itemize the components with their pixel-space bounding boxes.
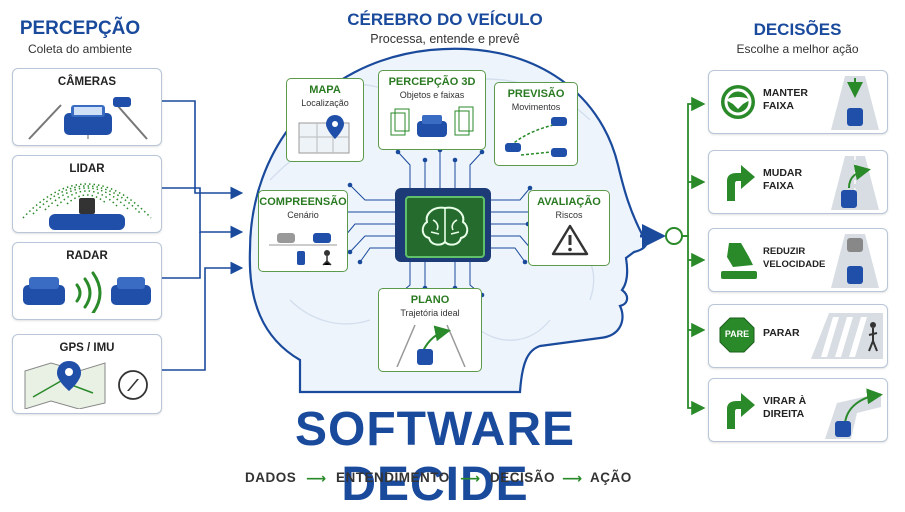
crosswalk-icon	[811, 313, 883, 359]
decision-keep-lane: MANTER FAIXA	[708, 70, 888, 134]
decision-label: PARAR	[763, 327, 800, 339]
module-comprehension: COMPREENSÃO Cenário	[258, 190, 348, 272]
sensor-card-radar: RADAR	[12, 242, 162, 320]
module-title: AVALIAÇÃO	[537, 196, 601, 208]
module-subtitle: Riscos	[555, 210, 583, 220]
decision-stop: PARE PARAR	[708, 304, 888, 368]
flow-step-understanding: ENTENDIMENTO	[336, 470, 450, 485]
brain-subtitle: Processa, entende e prevê	[370, 32, 520, 46]
decision-label: REDUZIR VELOCIDADE	[763, 246, 826, 270]
processor-chip	[395, 188, 491, 262]
sensor-card-gps: GPS / IMU	[12, 334, 162, 414]
module-subtitle: Movimentos	[511, 102, 561, 112]
decision-turn-right: VIRAR À DIREITA	[708, 378, 888, 442]
stop-sign-icon: PARE	[719, 317, 755, 353]
flow-step-data: DADOS	[245, 470, 297, 485]
sensor-label: GPS / IMU	[59, 342, 115, 354]
module-subtitle: Trajetória ideal	[400, 308, 460, 318]
flow-step-decision: DECISÃO	[490, 470, 556, 485]
right-turn-arrow-icon	[727, 393, 755, 429]
3d-scene-icon	[390, 106, 474, 137]
decision-slow-down: REDUZIR VELOCIDADE	[708, 228, 888, 292]
brain-core	[405, 196, 485, 258]
module-prediction: PREVISÃO Movimentos	[494, 82, 578, 166]
road-turn-icon	[825, 388, 883, 439]
sensor-label: CÂMERAS	[57, 76, 117, 88]
brain-title: CÉREBRO DO VEÍCULO	[347, 10, 543, 29]
module-title: COMPREENSÃO	[259, 196, 347, 208]
module-evaluation: AVALIAÇÃO Riscos	[528, 190, 610, 266]
road-slow-icon	[831, 234, 879, 288]
lidar-icon	[22, 183, 152, 230]
module-map: MAPA Localização	[286, 78, 364, 162]
scene-icon	[269, 233, 337, 266]
sensor-label: RADAR	[66, 250, 108, 262]
perception-title: PERCEPÇÃO	[19, 18, 141, 39]
module-title: PLANO	[410, 294, 450, 306]
gps-map-icon	[24, 361, 148, 409]
stop-sign-text: PARE	[724, 329, 750, 339]
decisions-subtitle: Escolhe a melhor ação	[736, 42, 859, 56]
map-pin-icon	[298, 115, 350, 154]
module-title: MAPA	[309, 84, 341, 96]
turn-arrow-icon	[727, 165, 755, 201]
sensor-label: LIDAR	[69, 163, 105, 175]
decision-label: VIRAR À DIREITA	[763, 395, 807, 420]
sensor-card-cameras: CÂMERAS	[12, 68, 162, 146]
module-subtitle: Objetos e faixas	[399, 90, 465, 100]
trajectory-icon	[396, 324, 466, 367]
module-subtitle: Cenário	[287, 210, 319, 220]
radar-cars-icon	[23, 271, 151, 313]
sensor-card-lidar: LIDAR	[12, 155, 162, 233]
module-title: PREVISÃO	[507, 88, 565, 100]
decision-label: MANTER FAIXA	[763, 87, 808, 112]
camera-car-icon	[28, 97, 148, 140]
brain-icon	[421, 206, 469, 246]
module-subtitle: Localização	[301, 98, 349, 108]
perception-subtitle: Coleta do ambiente	[27, 42, 133, 56]
road-change-icon	[831, 156, 879, 210]
module-plan: PLANO Trajetória ideal	[378, 288, 482, 372]
flow-step-action: AÇÃO	[590, 470, 632, 485]
prediction-paths-icon	[505, 117, 567, 157]
module-perception-3d: PERCEPÇÃO 3D Objetos e faixas	[378, 70, 486, 150]
decision-change-lane: MUDAR FAIXA	[708, 150, 888, 214]
flow-arrow-icon: ⟶	[306, 470, 327, 486]
flow-arrow-icon: ⟶	[460, 470, 481, 486]
flow-arrow-icon: ⟶	[562, 470, 583, 486]
steering-wheel-icon	[721, 85, 755, 119]
decision-label: MUDAR FAIXA	[763, 167, 803, 192]
module-title: PERCEPÇÃO 3D	[388, 76, 476, 88]
decisions-title: DECISÕES	[753, 20, 842, 39]
road-keep-icon	[831, 76, 879, 130]
banner-title: SOFTWARE DECIDE	[295, 403, 575, 511]
brake-pedal-icon	[721, 243, 757, 279]
warning-icon	[551, 224, 589, 256]
